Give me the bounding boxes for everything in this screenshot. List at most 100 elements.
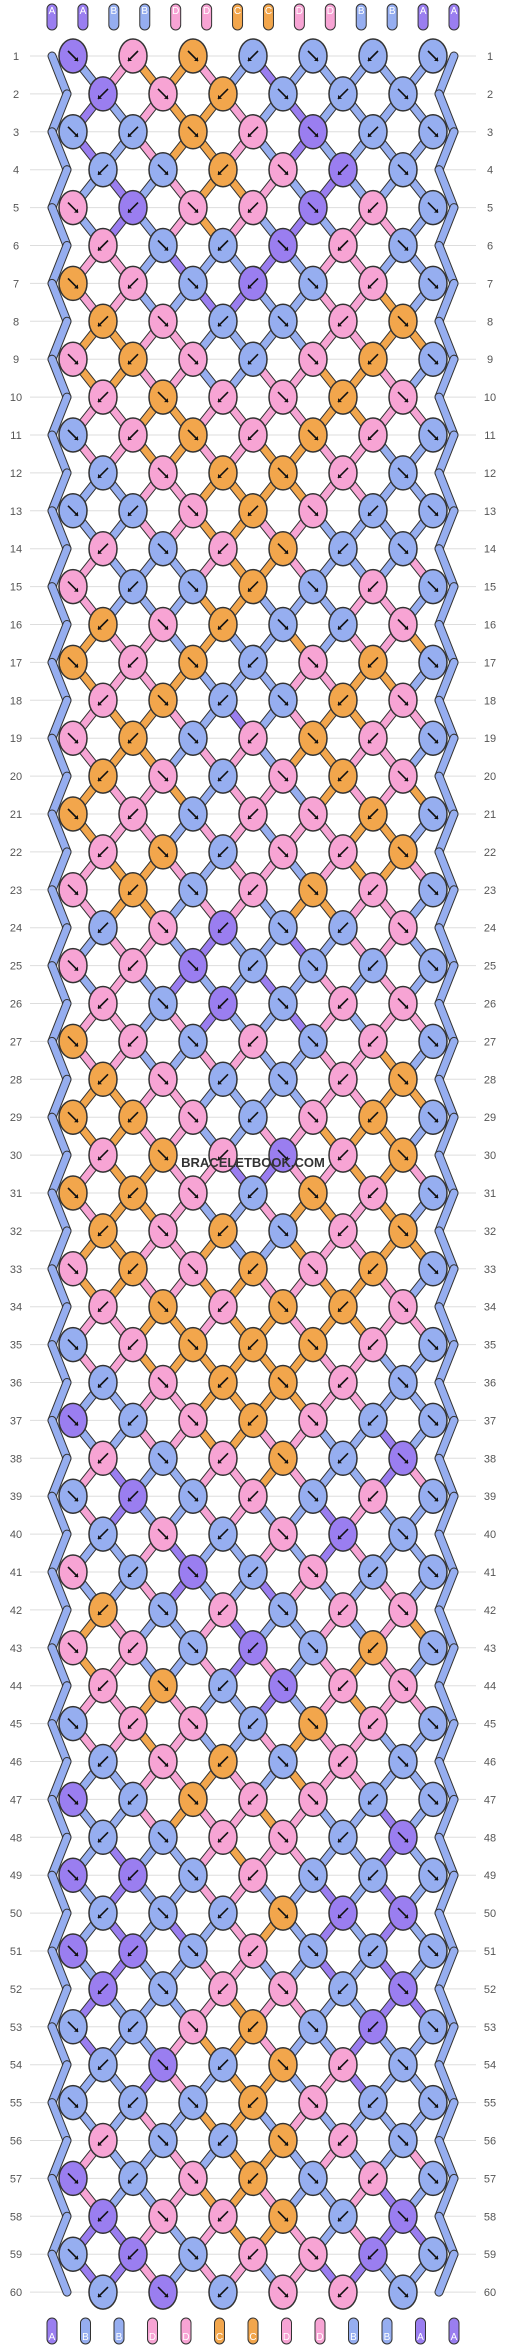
edge-strand (435, 734, 458, 780)
strand-bottom-letter: A (417, 2332, 424, 2343)
strand-top-tab (262, 3, 274, 31)
knot-arrowhead-icon (434, 2103, 438, 2108)
row-number-left: 26 (10, 999, 22, 1011)
knot-arrowhead-icon (338, 549, 342, 554)
edge-strand (48, 2099, 71, 2144)
row-number-right: 44 (484, 1681, 496, 1693)
knot-arrowhead-icon (404, 246, 408, 251)
knot-arrowhead-icon (284, 777, 288, 782)
edge-strand (435, 1265, 458, 1311)
knot-arrowhead-icon (74, 2103, 78, 2108)
knot-arrowhead-icon (194, 1876, 198, 1881)
knot-arrowhead-icon (368, 1800, 372, 1805)
row-number-right: 46 (484, 1757, 496, 1769)
knot-arrowhead-icon (284, 549, 288, 554)
knot-arrowhead-icon (74, 1042, 78, 1047)
edge-strand (435, 2250, 458, 2296)
edge-strand (435, 1947, 458, 1993)
knot-arrowhead-icon (404, 1686, 408, 1691)
strand-bottom-letter: B (384, 2332, 391, 2343)
knot-arrowhead-icon (248, 1952, 252, 1956)
edge-strand (435, 924, 458, 970)
edge-strand (48, 507, 71, 553)
knot-arrowhead-icon (404, 852, 408, 857)
knot-arrowhead-icon (368, 436, 372, 440)
edge-strand (435, 393, 458, 439)
knot-arrowhead-icon (194, 1118, 198, 1123)
knot-arrowhead-icon (98, 1004, 102, 1009)
knot-arrowhead-icon (434, 1573, 438, 1577)
row-number-right: 7 (487, 278, 493, 290)
knot-arrowhead-icon (74, 663, 78, 668)
row-number-left: 3 (13, 127, 19, 139)
edge-strand (435, 1909, 458, 1955)
knot-arrowhead-icon (74, 2179, 78, 2184)
knot-arrowhead-icon (314, 587, 318, 592)
knot-arrowhead-icon (164, 1989, 168, 1994)
knot-arrowhead-icon (74, 57, 78, 61)
knot-arrowhead-icon (74, 2255, 78, 2260)
knot-arrowhead-icon (284, 1156, 288, 1161)
knot-arrowhead-icon (194, 1648, 198, 1653)
knot-arrowhead-icon (218, 625, 222, 630)
row-number-right: 56 (484, 2136, 496, 2148)
knot-arrowhead-icon (368, 132, 372, 137)
knot-arrowhead-icon (218, 246, 222, 251)
knot-arrowhead-icon (128, 360, 132, 365)
knot-arrowhead-icon (164, 2065, 168, 2070)
knot-arrowhead-icon (128, 966, 132, 971)
row-number-right: 26 (484, 999, 496, 1011)
edge-strand (435, 1795, 458, 1841)
knot-arrowhead-icon (74, 890, 78, 895)
knot-arrowhead-icon (194, 1421, 198, 1426)
knot-arrowhead-icon (128, 663, 132, 668)
knot-arrowhead-icon (368, 1042, 372, 1047)
edge-strand (48, 2174, 71, 2220)
knot-arrowhead-icon (314, 436, 318, 440)
knot-arrowhead-icon (74, 1421, 78, 1426)
knot-arrowhead-icon (434, 1497, 438, 1502)
strand-top-tab (355, 3, 367, 31)
knot-arrowhead-icon (74, 1118, 78, 1123)
knot-arrowhead-icon (284, 2065, 288, 2070)
knot-arrowhead-icon (164, 625, 168, 630)
knot-arrowhead-icon (404, 2217, 408, 2222)
row-number-right: 9 (487, 354, 493, 366)
knot-arrowhead-icon (164, 246, 168, 251)
row-number-left: 39 (10, 1491, 22, 1503)
knot-arrowhead-icon (248, 663, 252, 668)
knot-arrowhead-icon (248, 1724, 252, 1729)
knot-arrowhead-icon (434, 890, 438, 895)
knot-arrowhead-icon (98, 1838, 102, 1843)
row-number-left: 28 (10, 1074, 22, 1086)
row-number-right: 45 (484, 1719, 496, 1731)
edge-strand (435, 1492, 458, 1538)
row-number-right: 19 (484, 733, 496, 745)
knot-arrowhead-icon (74, 208, 78, 213)
knot-arrowhead-icon (368, 663, 372, 668)
knot-arrowhead-icon (368, 739, 372, 744)
knot-arrowhead-icon (338, 2065, 342, 2070)
edge-strand (435, 431, 458, 477)
edge-strand (435, 355, 458, 401)
strand-top-letter: D (327, 6, 334, 17)
knot-arrowhead-icon (404, 625, 408, 630)
edge-strand (435, 583, 458, 628)
edge-strand (48, 242, 71, 287)
knot-arrowhead-icon (128, 511, 132, 516)
knot-arrowhead-icon (404, 170, 408, 175)
row-number-right: 5 (487, 203, 493, 215)
knot-arrowhead-icon (194, 587, 198, 592)
knot-arrowhead-icon (284, 2293, 288, 2298)
knot-arrowhead-icon (194, 815, 198, 819)
edge-strand (48, 2061, 71, 2107)
edge-strand (435, 1985, 458, 2031)
edge-strand (48, 772, 71, 818)
knot-arrowhead-icon (434, 739, 438, 744)
edge-strand (435, 1833, 458, 1879)
edge-strand (48, 2137, 71, 2182)
knot-arrowhead-icon (98, 2141, 102, 2146)
edge-strand (48, 2212, 71, 2258)
knot-arrowhead-icon (284, 1610, 288, 1615)
